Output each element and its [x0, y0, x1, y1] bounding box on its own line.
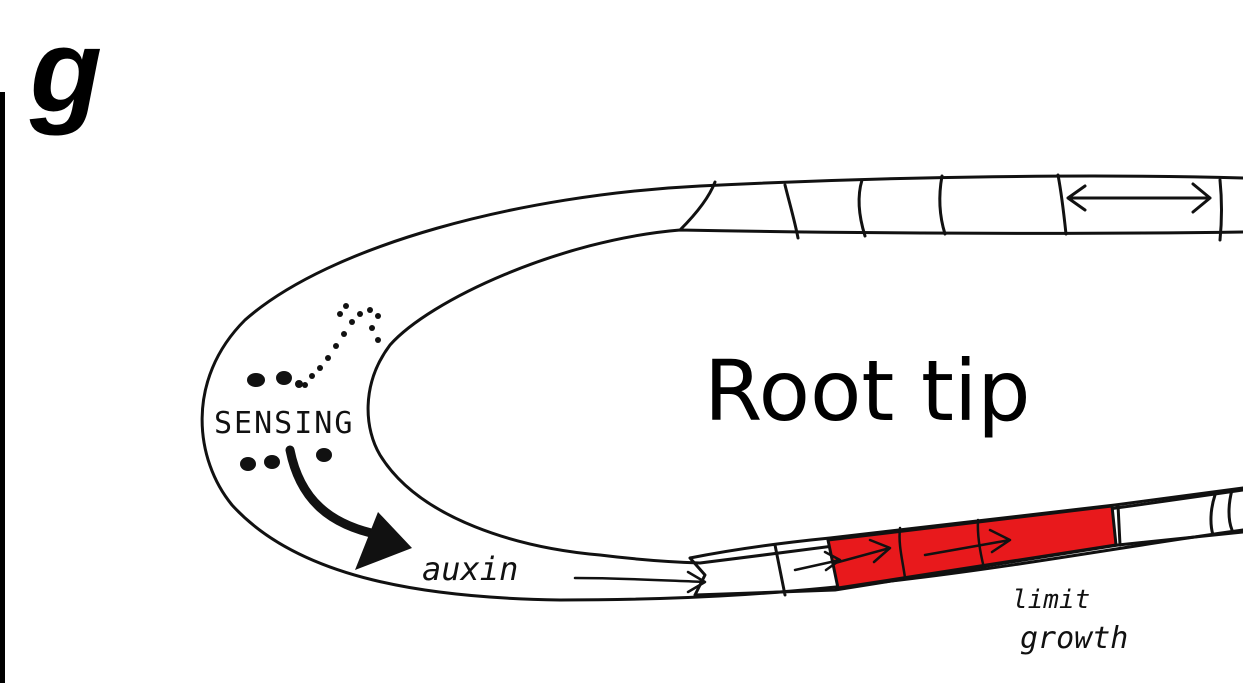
growth-label: growth — [1020, 621, 1128, 656]
auxin-label: auxin — [422, 550, 518, 588]
root-tip-label: Root tip — [704, 342, 1031, 440]
top-cell-wall-3 — [940, 176, 945, 234]
top-cell-wall-2 — [859, 180, 865, 236]
sensing-auxin-arrow — [290, 450, 380, 535]
auxin-flow-arrow — [575, 572, 705, 592]
top-cell-wall-5 — [1220, 180, 1222, 240]
dotted-arrow — [302, 303, 381, 388]
sensing-label: SENSING — [214, 406, 354, 441]
top-cell-wall-1 — [785, 185, 798, 238]
limit-label: limit — [1012, 585, 1090, 615]
sensing-auxin-arrowhead — [355, 512, 412, 570]
top-cell-wall-4 — [1058, 175, 1066, 234]
top-double-arrow — [1068, 184, 1210, 212]
